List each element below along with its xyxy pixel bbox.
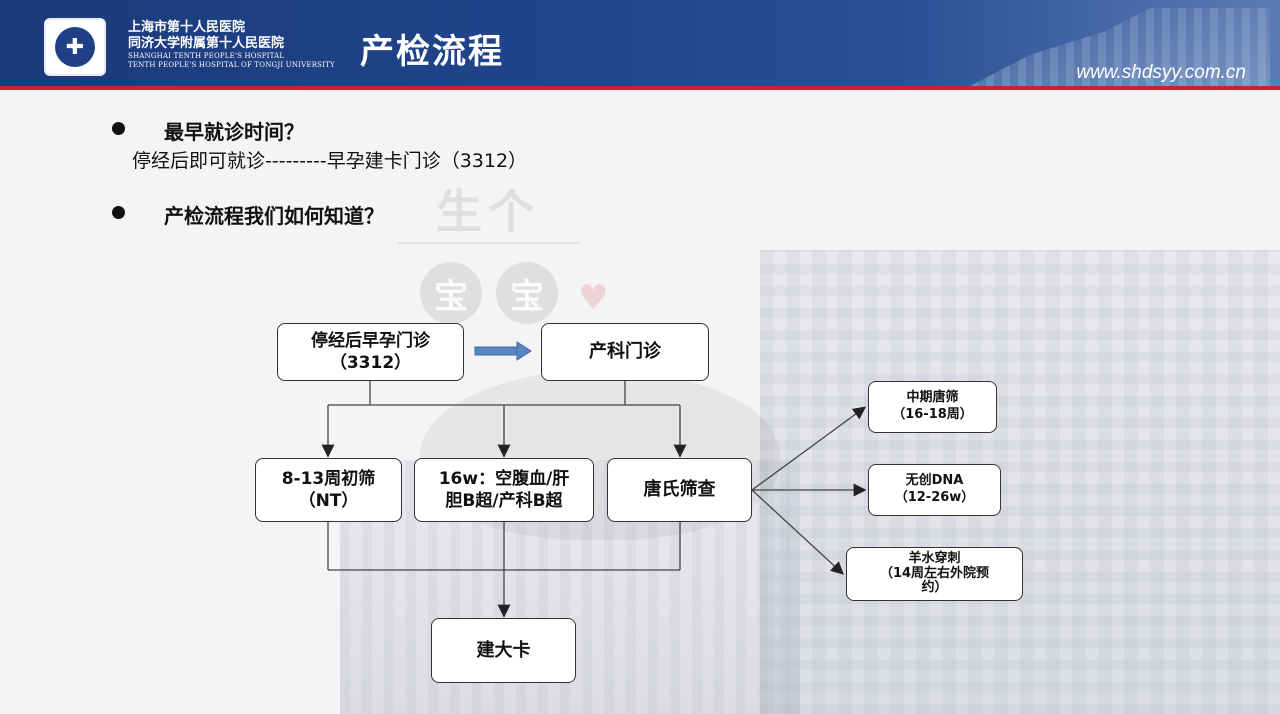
hospital-name-en-1: SHANGHAI TENTH PEOPLE'S HOSPITAL — [128, 52, 285, 60]
week16-line1: 16w：空腹血/肝 — [438, 468, 570, 489]
watermark-heart-icon: ♥ — [578, 278, 609, 318]
amnio-line2: （14周左右外院预 — [879, 565, 990, 581]
bullet-2-title: 产检流程我们如何知道？ — [164, 204, 384, 228]
mid-term-down-screening-box: 中期唐筛 （16-18周） — [868, 381, 997, 433]
hospital-name-cn-1: 上海市第十人民医院 — [128, 20, 246, 35]
hospital-name-cn-2: 同济大学附属第十人民医院 — [128, 36, 285, 51]
nipt-line1: 无创DNA — [905, 473, 964, 489]
bullet-1-subtext: 停经后即可就诊---------早孕建卡门诊（3312） — [132, 150, 528, 172]
build-card-box: 建大卡 — [431, 618, 576, 683]
obstetric-clinic-label: 产科门诊 — [589, 341, 661, 363]
nipt-line2: （12-26w） — [894, 490, 975, 505]
nt-screening-line2: （NT） — [298, 491, 359, 511]
watermark-bao-circle: 宝 — [496, 262, 558, 324]
mid-down-line1: 中期唐筛 — [906, 390, 959, 406]
down-screening-label: 唐氏筛查 — [643, 479, 716, 501]
down-syndrome-screening-box: 唐氏筛查 — [607, 458, 752, 522]
page-title: 产检流程 — [360, 32, 504, 72]
build-card-label: 建大卡 — [476, 639, 531, 661]
background-building-image — [760, 250, 1280, 714]
amniocentesis-box: 羊水穿刺 （14周左右外院预 约） — [846, 547, 1023, 601]
website-url: www.shdsyy.com.cn — [1076, 62, 1246, 83]
early-pregnancy-clinic-box: 停经后早孕门诊 （3312） — [277, 323, 464, 381]
nt-screening-box: 8-13周初筛 （NT） — [255, 458, 402, 522]
bullet-icon — [112, 206, 125, 219]
early-clinic-line2: （3312） — [329, 353, 412, 373]
nipt-box: 无创DNA （12-26w） — [868, 464, 1001, 516]
nt-screening-line1: 8-13周初筛 — [281, 468, 376, 489]
hospital-logo: ✚ — [44, 18, 106, 76]
connector-arrow — [751, 489, 844, 575]
watermark-bao-circle: 宝 — [420, 262, 482, 324]
watermark-text: 生个 — [436, 185, 540, 239]
slide-header: ✚ 上海市第十人民医院 同济大学附属第十人民医院 SHANGHAI TENTH … — [0, 0, 1280, 86]
watermark-divider — [398, 242, 580, 244]
week16-exam-box: 16w：空腹血/肝 胆B超/产科B超 — [414, 458, 594, 522]
week16-line2: 胆B超/产科B超 — [445, 491, 563, 511]
obstetric-clinic-box: 产科门诊 — [541, 323, 709, 381]
header-divider — [0, 86, 1280, 90]
hospital-name-en-2: TENTH PEOPLE'S HOSPITAL OF TONGJI UNIVER… — [128, 61, 335, 69]
blue-arrow — [474, 341, 532, 361]
connector-arrow — [751, 406, 867, 491]
bullet-icon — [112, 122, 125, 135]
mid-down-line2: （16-18周） — [892, 407, 973, 422]
cross-icon: ✚ — [55, 27, 95, 67]
early-clinic-line1: 停经后早孕门诊 — [311, 330, 430, 351]
amnio-line3: 约） — [921, 580, 948, 596]
amnio-line1: 羊水穿刺 — [908, 550, 961, 566]
bullet-1-title: 最早就诊时间？ — [164, 120, 304, 144]
hospital-name: 上海市第十人民医院 同济大学附属第十人民医院 SHANGHAI TENTH PE… — [128, 20, 335, 70]
